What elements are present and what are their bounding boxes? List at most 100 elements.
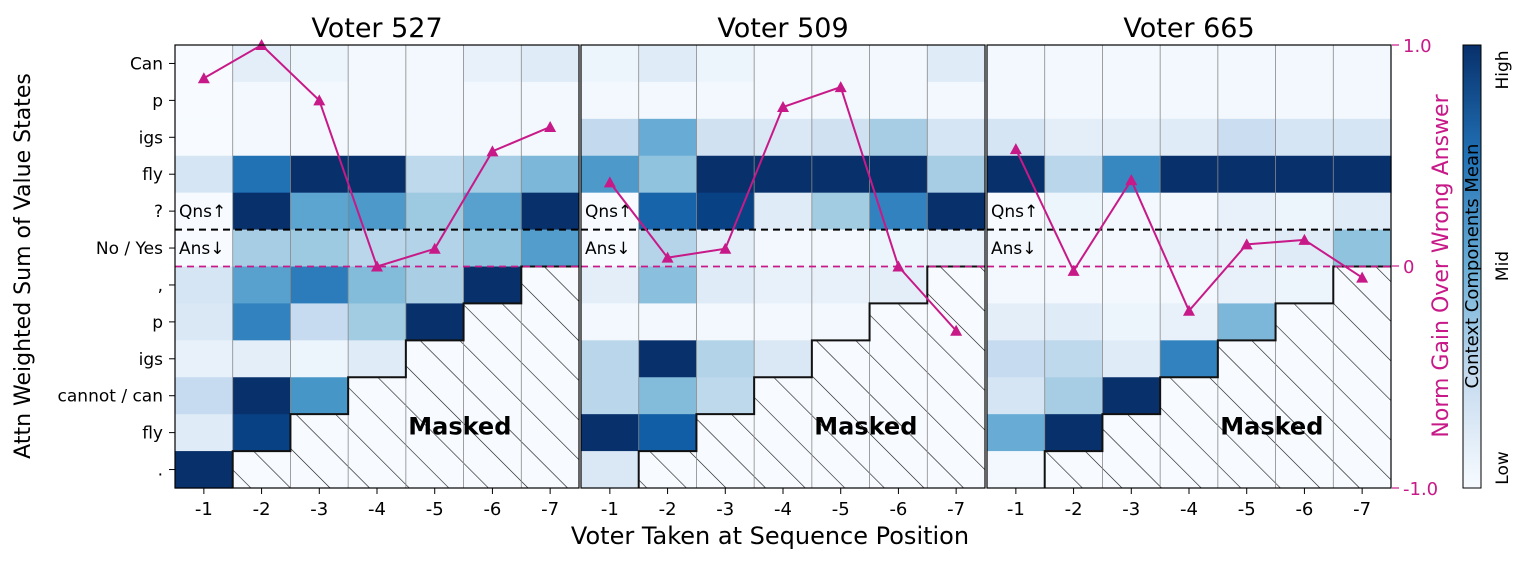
heat-cell bbox=[405, 155, 465, 194]
heat-cell bbox=[1102, 118, 1161, 157]
heat-cell bbox=[1102, 81, 1161, 120]
gain-marker bbox=[544, 120, 557, 132]
x-tick-label: -3 bbox=[310, 499, 328, 520]
heat-cell bbox=[232, 192, 292, 231]
y-token-label: ? bbox=[154, 202, 163, 222]
heat-cell bbox=[754, 192, 813, 231]
heat-cell bbox=[987, 451, 1046, 489]
heat-cell bbox=[232, 377, 292, 415]
x-tick-label: -7 bbox=[947, 499, 965, 520]
heat-cell bbox=[987, 377, 1046, 415]
heat-cell bbox=[754, 45, 813, 83]
heat-cell bbox=[638, 414, 698, 452]
heat-cell bbox=[1333, 45, 1392, 83]
heat-cell bbox=[638, 81, 698, 120]
heat-cell bbox=[1217, 192, 1277, 231]
right-axis: 1.0 0 -1.0 Norm Gain Over Wrong Answer bbox=[1392, 36, 1454, 500]
heat-cell bbox=[348, 340, 407, 378]
heat-cell bbox=[811, 155, 871, 194]
heat-cell bbox=[987, 340, 1046, 378]
heat-cell bbox=[638, 340, 698, 378]
heat-cell bbox=[232, 303, 292, 341]
heat-cell bbox=[581, 81, 640, 120]
y-token-label: cannot / can bbox=[58, 387, 163, 407]
heat-cell bbox=[869, 45, 928, 83]
heat-cell bbox=[1044, 155, 1104, 194]
heat-cell bbox=[1160, 192, 1219, 231]
heat-cell bbox=[581, 303, 640, 341]
heat-cell bbox=[1044, 45, 1104, 83]
heat-cell bbox=[869, 81, 928, 120]
heat-cell bbox=[581, 451, 640, 489]
questions-annotation: Qns↑ bbox=[991, 202, 1038, 222]
y-token-label: p bbox=[152, 91, 163, 111]
heat-cell bbox=[638, 303, 698, 341]
heat-cell bbox=[232, 81, 292, 120]
masked-label: Masked bbox=[814, 412, 917, 440]
x-tick-label: -4 bbox=[1180, 499, 1198, 520]
gain-marker bbox=[197, 72, 210, 84]
x-tick-label: -3 bbox=[716, 499, 734, 520]
heat-cell bbox=[1275, 118, 1334, 157]
heat-cell bbox=[1044, 81, 1104, 120]
heat-cell bbox=[1217, 155, 1277, 194]
y-axis-label-left: Attn Weighted Sum of Value States bbox=[11, 73, 36, 459]
heat-cell bbox=[232, 229, 292, 268]
y-token-label: fly bbox=[142, 424, 163, 444]
heat-cell bbox=[581, 377, 640, 415]
heat-cell bbox=[1160, 118, 1219, 157]
heat-cell bbox=[1160, 155, 1219, 194]
heat-cell bbox=[232, 118, 292, 157]
heat-cell bbox=[1160, 45, 1219, 83]
heat-cell bbox=[927, 155, 986, 194]
heat-cell bbox=[581, 155, 640, 194]
x-tick-label: -5 bbox=[832, 499, 850, 520]
gain-marker bbox=[603, 176, 616, 188]
y-token-label: . bbox=[158, 461, 163, 481]
heat-cell bbox=[1160, 340, 1219, 378]
heat-cell bbox=[1333, 81, 1392, 120]
heat-cell bbox=[638, 377, 698, 415]
heat-cell bbox=[696, 45, 755, 83]
gain-marker bbox=[719, 242, 732, 254]
gain-marker bbox=[1183, 304, 1195, 316]
x-tick-label: -7 bbox=[541, 499, 559, 520]
heat-cell bbox=[1102, 229, 1161, 268]
heat-cell bbox=[638, 155, 698, 194]
heat-cell bbox=[987, 229, 1046, 268]
panel-title-1: Voter 527 bbox=[311, 13, 442, 44]
heat-cell bbox=[869, 229, 928, 268]
heat-cell bbox=[1160, 81, 1219, 120]
heat-cell bbox=[290, 192, 349, 231]
heat-cell bbox=[1102, 303, 1161, 341]
mask-boundary bbox=[1043, 265, 1391, 488]
heat-cell bbox=[1275, 192, 1334, 231]
heat-cell bbox=[175, 266, 234, 305]
heat-cell bbox=[696, 81, 755, 120]
heat-cell bbox=[348, 155, 407, 194]
mask-boundary bbox=[231, 265, 579, 488]
heat-cell bbox=[405, 303, 465, 341]
heat-cell bbox=[638, 266, 698, 305]
gain-marker bbox=[428, 242, 441, 254]
heat-cell bbox=[1217, 303, 1277, 341]
heat-cell bbox=[1275, 155, 1334, 194]
heat-cell bbox=[581, 229, 640, 268]
heat-cell bbox=[754, 118, 813, 157]
heat-cell bbox=[987, 81, 1046, 120]
heat-cell bbox=[811, 266, 871, 305]
gain-marker bbox=[371, 260, 383, 272]
gain-marker bbox=[892, 260, 905, 272]
heat-cell bbox=[290, 340, 349, 378]
masked-label: Masked bbox=[1220, 412, 1323, 440]
colorbar: High Mid Low Context Components Mean bbox=[1462, 44, 1513, 489]
heat-cell bbox=[463, 229, 522, 268]
gain-marker bbox=[313, 94, 326, 106]
heat-cell bbox=[175, 451, 234, 489]
heat-cell bbox=[1102, 377, 1161, 415]
heat-cell bbox=[581, 118, 640, 157]
heat-cell bbox=[521, 81, 580, 120]
heat-cell bbox=[696, 155, 755, 194]
